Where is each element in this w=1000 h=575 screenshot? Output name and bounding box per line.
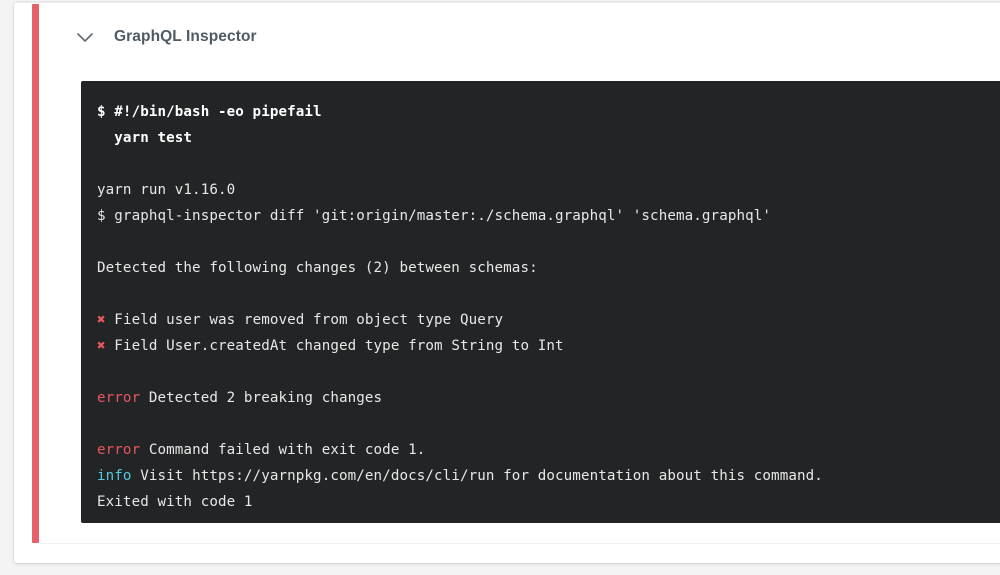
- terminal-line: [97, 281, 1000, 307]
- terminal-line-text: Detected 2 breaking changes: [140, 390, 383, 406]
- terminal-line: yarn run v1.16.0: [97, 182, 236, 198]
- log-level-error: error: [97, 442, 141, 458]
- failure-x-icon: ✖: [97, 338, 106, 354]
- step-header[interactable]: GraphQL Inspector: [54, 4, 1000, 70]
- terminal-output[interactable]: $ #!/bin/bash -eo pipefail yarn test yar…: [81, 81, 1000, 523]
- terminal-line: ✖ Field User.createdAt changed type from…: [97, 333, 1000, 359]
- card-top-divider: [14, 2, 1000, 3]
- terminal-line-text: Field user was removed from object type …: [105, 312, 504, 328]
- terminal-line: [97, 229, 1000, 255]
- terminal-line: Exited with code 1: [97, 494, 253, 510]
- build-step-card: GraphQL Inspector $ #!/bin/bash -eo pipe…: [14, 2, 1000, 563]
- terminal-line: ✖ Field user was removed from object typ…: [97, 307, 1000, 333]
- terminal-line: yarn test: [97, 130, 193, 146]
- terminal-line: $ #!/bin/bash -eo pipefail: [97, 104, 322, 120]
- terminal-line-text: Visit https://yarnpkg.com/en/docs/cli/ru…: [131, 468, 823, 484]
- chevron-down-icon[interactable]: [72, 24, 98, 50]
- log-level-error: error: [97, 390, 141, 406]
- terminal-line: [97, 151, 1000, 177]
- terminal-line: error Command failed with exit code 1.: [97, 437, 1000, 463]
- terminal-line: [97, 411, 1000, 437]
- terminal-line: [97, 359, 1000, 385]
- step-status-bar: [32, 4, 39, 543]
- terminal-line-text: Command failed with exit code 1.: [140, 442, 426, 458]
- terminal-line: error Detected 2 breaking changes: [97, 385, 1000, 411]
- card-bottom-divider: [39, 543, 1000, 544]
- page-title: GraphQL Inspector: [114, 28, 257, 45]
- terminal-line: info Visit https://yarnpkg.com/en/docs/c…: [97, 463, 1000, 489]
- card-footer: [14, 544, 1000, 563]
- terminal-line-text: Field User.createdAt changed type from S…: [105, 338, 564, 354]
- terminal-line: $ graphql-inspector diff 'git:origin/mas…: [97, 208, 772, 224]
- log-level-info: info: [97, 468, 132, 484]
- failure-x-icon: ✖: [97, 312, 106, 328]
- terminal-line: Detected the following changes (2) betwe…: [97, 260, 538, 276]
